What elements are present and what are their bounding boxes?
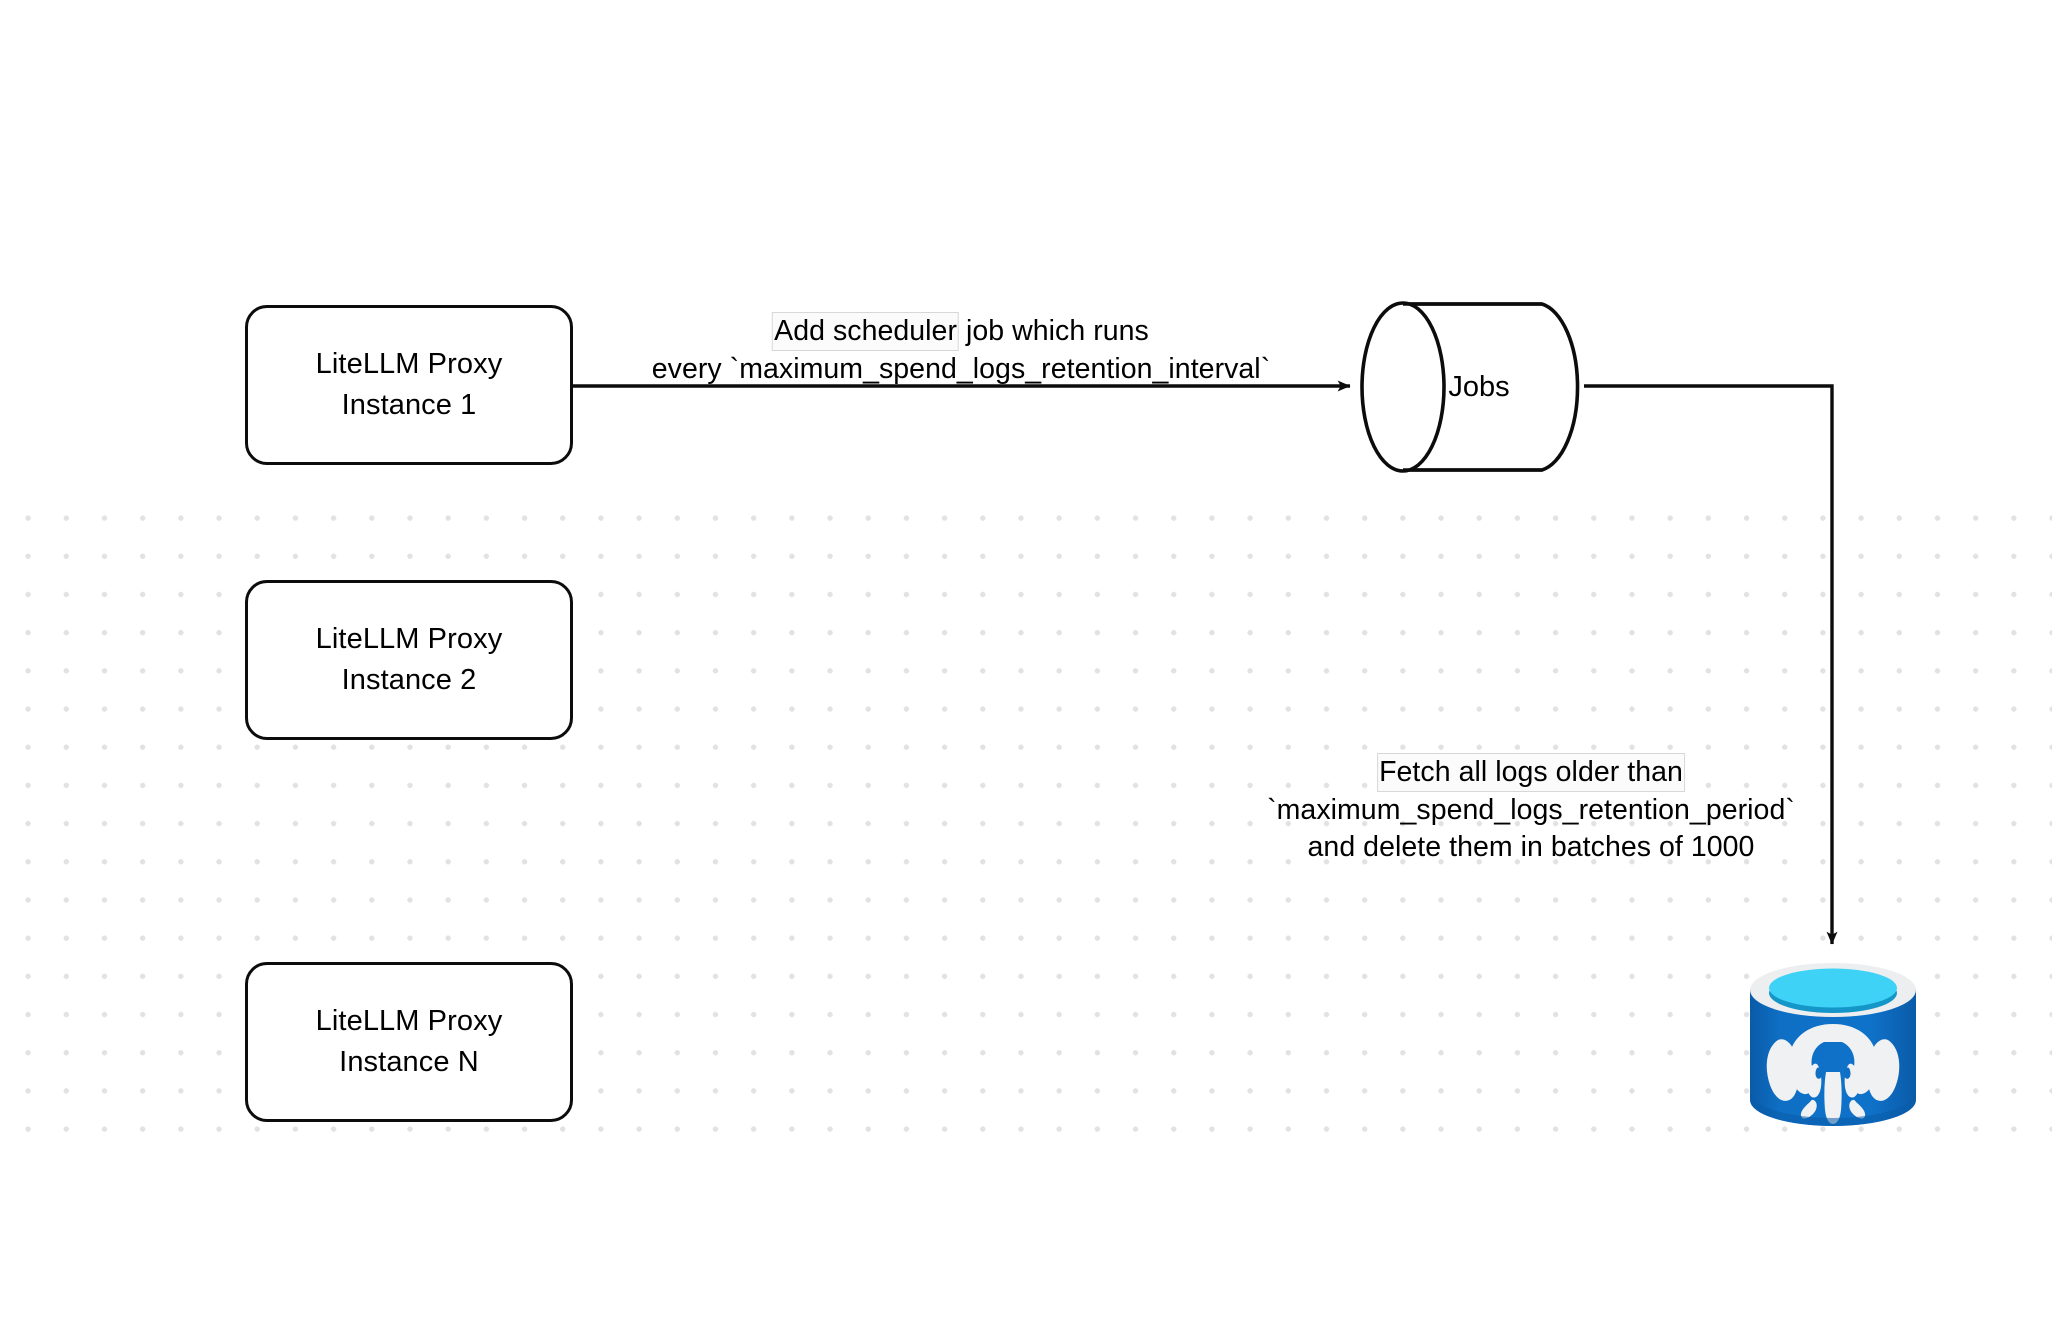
node-proxy-instance-n-line2: Instance N bbox=[339, 1046, 479, 1078]
edge-scheduler-label-line1: Add scheduler job which runs bbox=[652, 312, 1270, 352]
edge-cleanup-label-line3: and delete them in batches of 1000 bbox=[1307, 831, 1755, 864]
node-proxy-instance-2-line1: LiteLLM Proxy bbox=[315, 622, 503, 655]
node-proxy-instance-n-line1: LiteLLM Proxy bbox=[315, 1004, 503, 1037]
edge-cleanup-arrow bbox=[1584, 384, 1838, 945]
postgresql-database-icon bbox=[1750, 963, 1916, 1126]
node-proxy-instance-n[interactable]: LiteLLM Proxy Instance N bbox=[245, 962, 573, 1122]
db-bottom-shade bbox=[1750, 1092, 1916, 1126]
edge-scheduler-label-line2: every `maximum_spend_logs_retention_inte… bbox=[651, 353, 1271, 386]
edge-cleanup-label-line1: Fetch all logs older than bbox=[1267, 753, 1795, 793]
node-proxy-instance-1-line1: LiteLLM Proxy bbox=[315, 347, 503, 380]
edge-cleanup-label-line2: `maximum_spend_logs_retention_period` bbox=[1267, 794, 1795, 827]
node-proxy-instance-2[interactable]: LiteLLM Proxy Instance 2 bbox=[245, 580, 573, 740]
node-proxy-instance-1[interactable]: LiteLLM Proxy Instance 1 bbox=[245, 305, 573, 465]
node-proxy-instance-1-line2: Instance 1 bbox=[341, 389, 477, 421]
edge-scheduler-label-rest: job which runs bbox=[958, 315, 1149, 347]
edge-scheduler-label-highlight: Add scheduler bbox=[772, 312, 959, 352]
edge-cleanup-label: Fetch all logs older than `maximum_spend… bbox=[1267, 753, 1795, 866]
jobs-cylinder-shape bbox=[1360, 301, 1580, 473]
edge-cleanup-label-highlight: Fetch all logs older than bbox=[1377, 753, 1685, 793]
node-proxy-instance-2-line2: Instance 2 bbox=[341, 664, 477, 696]
node-jobs-label: Jobs bbox=[1448, 371, 1510, 403]
edge-scheduler-label: Add scheduler job which runs every `maxi… bbox=[652, 312, 1270, 388]
elephant-eyes bbox=[1815, 1067, 1851, 1079]
db-liquid-surface bbox=[1769, 968, 1897, 1008]
